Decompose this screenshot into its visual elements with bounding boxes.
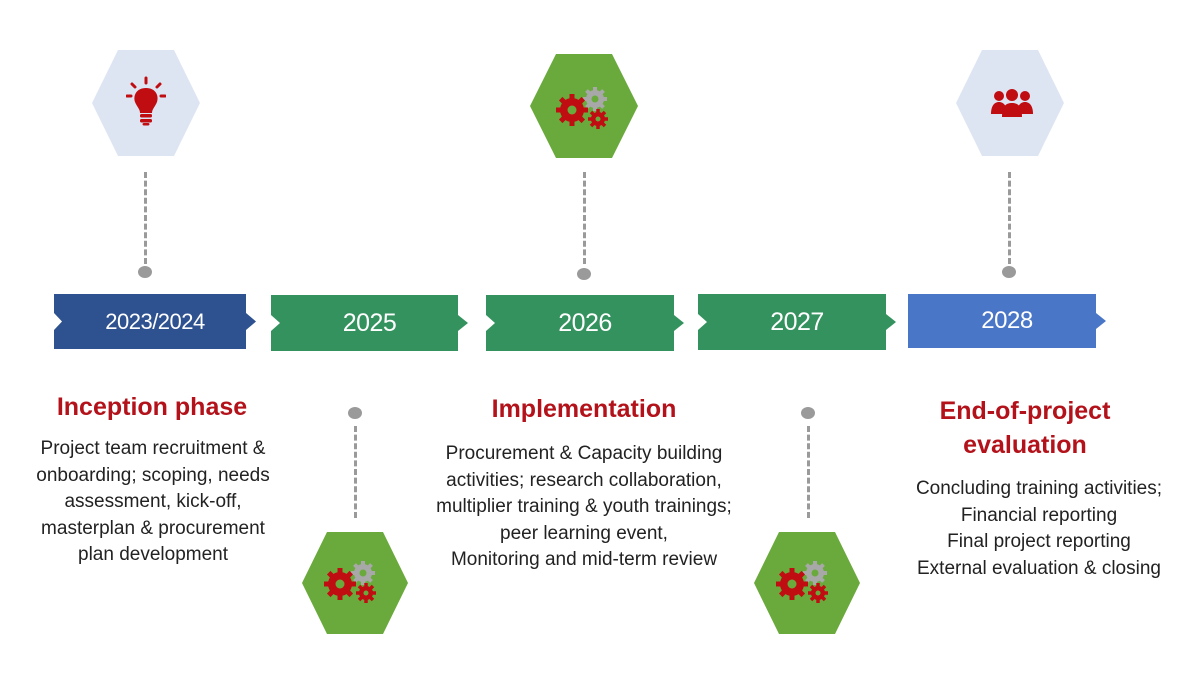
milestone-hex-2027 — [752, 530, 862, 636]
title-line: evaluation — [963, 431, 1087, 459]
year-block-2028: 2028 — [908, 294, 1106, 348]
people-group-icon — [991, 89, 1033, 117]
implementation-hex — [528, 52, 640, 160]
description-line: masterplan & procurement — [41, 517, 265, 539]
connector-bottom-2 — [807, 426, 810, 518]
gears-icon — [776, 561, 828, 603]
connector-dot — [801, 407, 815, 419]
description-line: Financial reporting — [960, 504, 1118, 526]
year-block-2023-2024: 2023/2024 — [54, 294, 256, 349]
year-label: 2025 — [342, 308, 397, 337]
description-line: Final project reporting — [947, 531, 1131, 552]
description-line: plan development — [78, 544, 228, 565]
description-line: activities; research collaboration, — [446, 469, 722, 491]
description-line: onboarding; scoping, needs — [36, 464, 270, 486]
phase-title-implementation: Implementation — [491, 395, 677, 423]
description-line: Monitoring and mid-term review — [450, 549, 718, 570]
connector-dot — [577, 268, 591, 280]
year-label: 2027 — [770, 307, 824, 336]
description-line: External evaluation & closing — [917, 557, 1161, 579]
description-line: peer learning event, — [500, 522, 668, 544]
year-label: 2028 — [981, 307, 1033, 334]
milestone-hex-2025 — [300, 530, 410, 636]
connector-top-2 — [583, 172, 586, 264]
inception-hex — [90, 48, 202, 158]
phase-description-inception: Project team recruitment & onboarding; s… — [0, 436, 306, 569]
year-label: 2026 — [558, 308, 612, 337]
lightbulb-icon — [126, 76, 166, 126]
connector-dot — [1002, 266, 1016, 278]
description-line: Procurement & Capacity building — [445, 443, 723, 464]
description-line: assessment, kick-off, — [64, 491, 242, 512]
year-block-2026: 2026 — [486, 295, 684, 351]
connector-dot — [348, 407, 362, 419]
title-line: End-of-project — [939, 397, 1111, 425]
connector-top-3 — [1008, 172, 1011, 264]
description-line: multiplier training & youth trainings; — [436, 496, 732, 517]
year-block-2027: 2027 — [698, 294, 896, 350]
gears-icon — [556, 87, 608, 129]
evaluation-hex — [954, 48, 1066, 158]
connector-bottom-1 — [354, 426, 357, 518]
phase-title-evaluation: End-of-project evaluation — [895, 394, 1155, 462]
year-block-2025: 2025 — [271, 295, 468, 351]
phase-title-inception: Inception phase — [56, 393, 248, 421]
phase-description-evaluation: Concluding training activities; Financia… — [880, 476, 1198, 582]
phase-description-implementation: Procurement & Capacity building activiti… — [392, 441, 776, 574]
connector-top-1 — [144, 172, 147, 264]
gears-icon — [324, 561, 376, 603]
description-line: Concluding training activities; — [915, 478, 1163, 499]
connector-dot — [138, 266, 152, 278]
year-label: 2023/2024 — [105, 308, 205, 334]
description-line: Project team recruitment & — [40, 438, 266, 459]
